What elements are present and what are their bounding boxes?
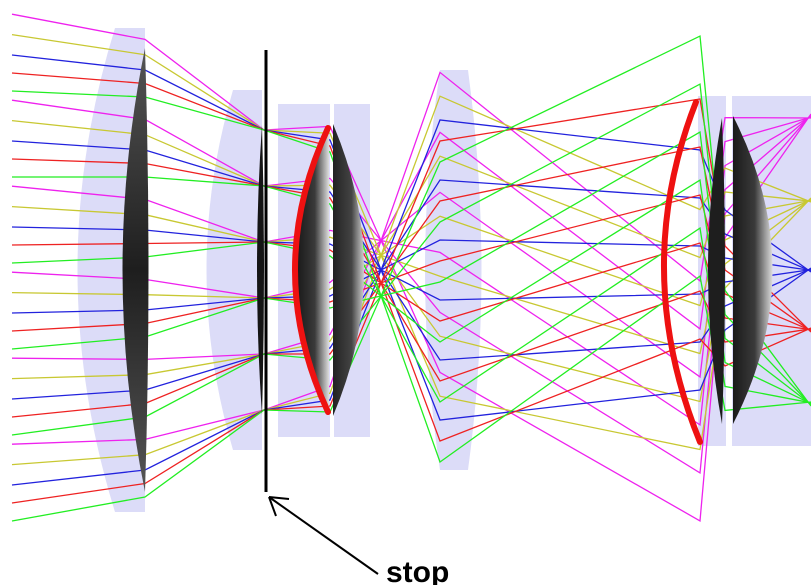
- mirror-surfaces: [292, 99, 703, 445]
- stop-pointer: [268, 496, 379, 575]
- lens-2-glass: [206, 90, 262, 450]
- lens-4-body: [333, 124, 364, 416]
- lens-dark-group: [122, 48, 773, 492]
- stop-arrow-line: [268, 496, 379, 575]
- lens-7-body: [733, 116, 773, 424]
- lens-5-glass: [425, 70, 482, 470]
- stop-arrow-head: [268, 496, 290, 517]
- stop-label: stop: [386, 556, 449, 585]
- lens-6-body: [708, 118, 725, 424]
- mirror-surface-1: [292, 125, 331, 415]
- lens-1-body: [122, 48, 149, 492]
- mirror-surface-2: [660, 99, 703, 445]
- lens-2-body: [257, 125, 264, 415]
